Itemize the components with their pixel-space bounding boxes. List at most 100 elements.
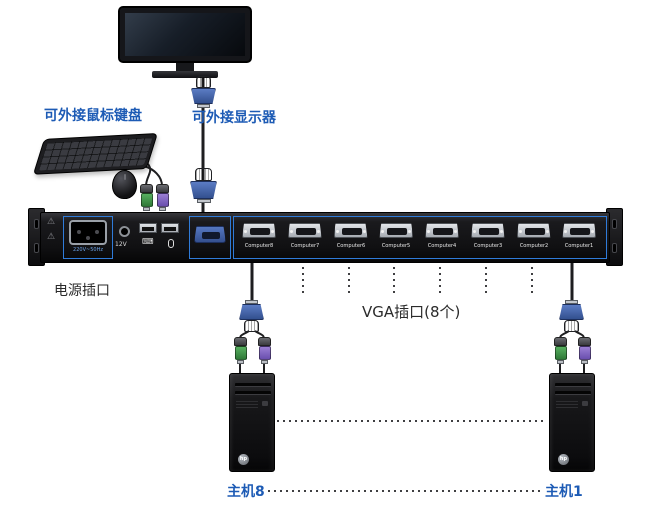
drive-bay [235,391,271,395]
connector-cap [554,337,567,346]
mouse [112,170,137,199]
screw [362,230,366,233]
left-purple-connector [258,337,271,364]
usb-port [139,223,157,233]
vent-grille [556,401,578,410]
vga-connector-tip [565,300,578,304]
console-vga-group [189,216,231,259]
monitor-vga-connector-upper [191,76,216,108]
vga-port-graphic [562,223,597,238]
keyboard [32,133,159,175]
connector-cap [234,337,247,346]
port-slot [387,228,408,235]
connector-tip [159,207,166,211]
screw [499,230,503,233]
dc-voltage-label: 12V [115,241,127,248]
computer-tower-host1: hp [549,373,595,472]
vga-port-graphic [425,223,459,238]
connector-tip [237,360,244,364]
drive-bay [555,383,591,387]
monitor-stand-base [152,71,218,78]
screw [564,230,568,233]
monitor [118,6,252,63]
connector-body [258,346,271,360]
port-slot [202,232,220,239]
connector-cap [564,320,579,332]
right-kvm-vga-connector [559,300,584,332]
vga-port-label: Computer2 [519,242,548,249]
screw-slot [612,243,617,253]
connector-body [156,193,169,207]
vga-connector-tip [245,300,258,304]
vga-port-label: Computer6 [336,242,365,249]
vga-connector-body [190,181,217,199]
vga-port-computer2: Computer2 [515,223,553,249]
dotted-connection-line [347,267,350,295]
keyboard-keys [38,137,153,171]
vga-port-graphic [287,223,322,238]
dotted-connection-line [530,267,533,295]
vga-port-label: Computer3 [473,242,503,249]
dotted-line-between-towers [277,420,547,422]
vga-port-computer4: Computer4 [423,223,461,249]
vga-port-computer6: Computer6 [332,223,370,249]
connector-cap [195,168,212,181]
screw [316,230,320,233]
vga-port-graphic [379,223,414,238]
vga-port-label: Computer8 [244,242,274,249]
screw [271,230,274,233]
brand-logo: hp [558,454,569,465]
usb-port [161,223,179,233]
connector-cap [578,337,591,346]
vga-port-computer7: Computer7 [286,223,324,249]
dotted-connection-line [439,267,441,295]
port-slot [433,228,453,235]
screw-slot [34,219,39,229]
vga-connector-body [191,88,216,104]
keyboard-icon: ⌨ [142,237,154,246]
screw [427,230,430,233]
port-slot [524,228,545,235]
vga-port-label: Computer7 [290,242,320,249]
right-purple-connector [578,337,591,364]
vga-connector-tip [196,199,211,203]
dotted-connection-line [393,267,396,295]
vga-port-computer5: Computer5 [377,223,415,249]
connector-cap [140,184,153,193]
label-power-socket: 电源插口 [54,283,110,299]
computer-tower-host8: hp [229,373,275,472]
screw [545,230,549,233]
screw-slot [612,219,617,229]
connector-tip [261,360,268,364]
connector-body [578,346,591,360]
drive-bay [555,391,591,395]
port-slot [295,228,316,235]
connector-cap [156,184,169,193]
monitor-stand-neck [176,63,194,71]
vga-connector-body [559,304,584,320]
left-kvm-vga-connector [239,300,264,332]
left-green-connector [234,337,247,364]
vga-port-computer1: Computer1 [560,223,598,249]
vga-port-label: Computer4 [427,242,457,249]
power-inlet-group: 220V~50Hz [63,216,113,259]
monitor-vga-connector-lower [190,168,217,203]
screw [472,230,476,233]
connector-cap [244,320,259,332]
label-external-monitor: 可外接显示器 [192,110,276,126]
port-slot [570,228,591,235]
port-slot [250,228,270,235]
vga-port-computer8: Computer8 [240,223,278,249]
keyboard-cable [145,163,152,187]
warning-icon: ⚠ [47,217,56,227]
connector-tip [581,360,588,364]
dc-power-jack [119,226,130,237]
connector-tip [143,207,150,211]
vga-port-graphic [470,223,505,238]
port-slot [478,228,499,235]
vga-port-graphic [516,223,551,238]
drive-bay [235,383,271,387]
vent-grille [236,401,258,410]
screw [518,230,522,233]
